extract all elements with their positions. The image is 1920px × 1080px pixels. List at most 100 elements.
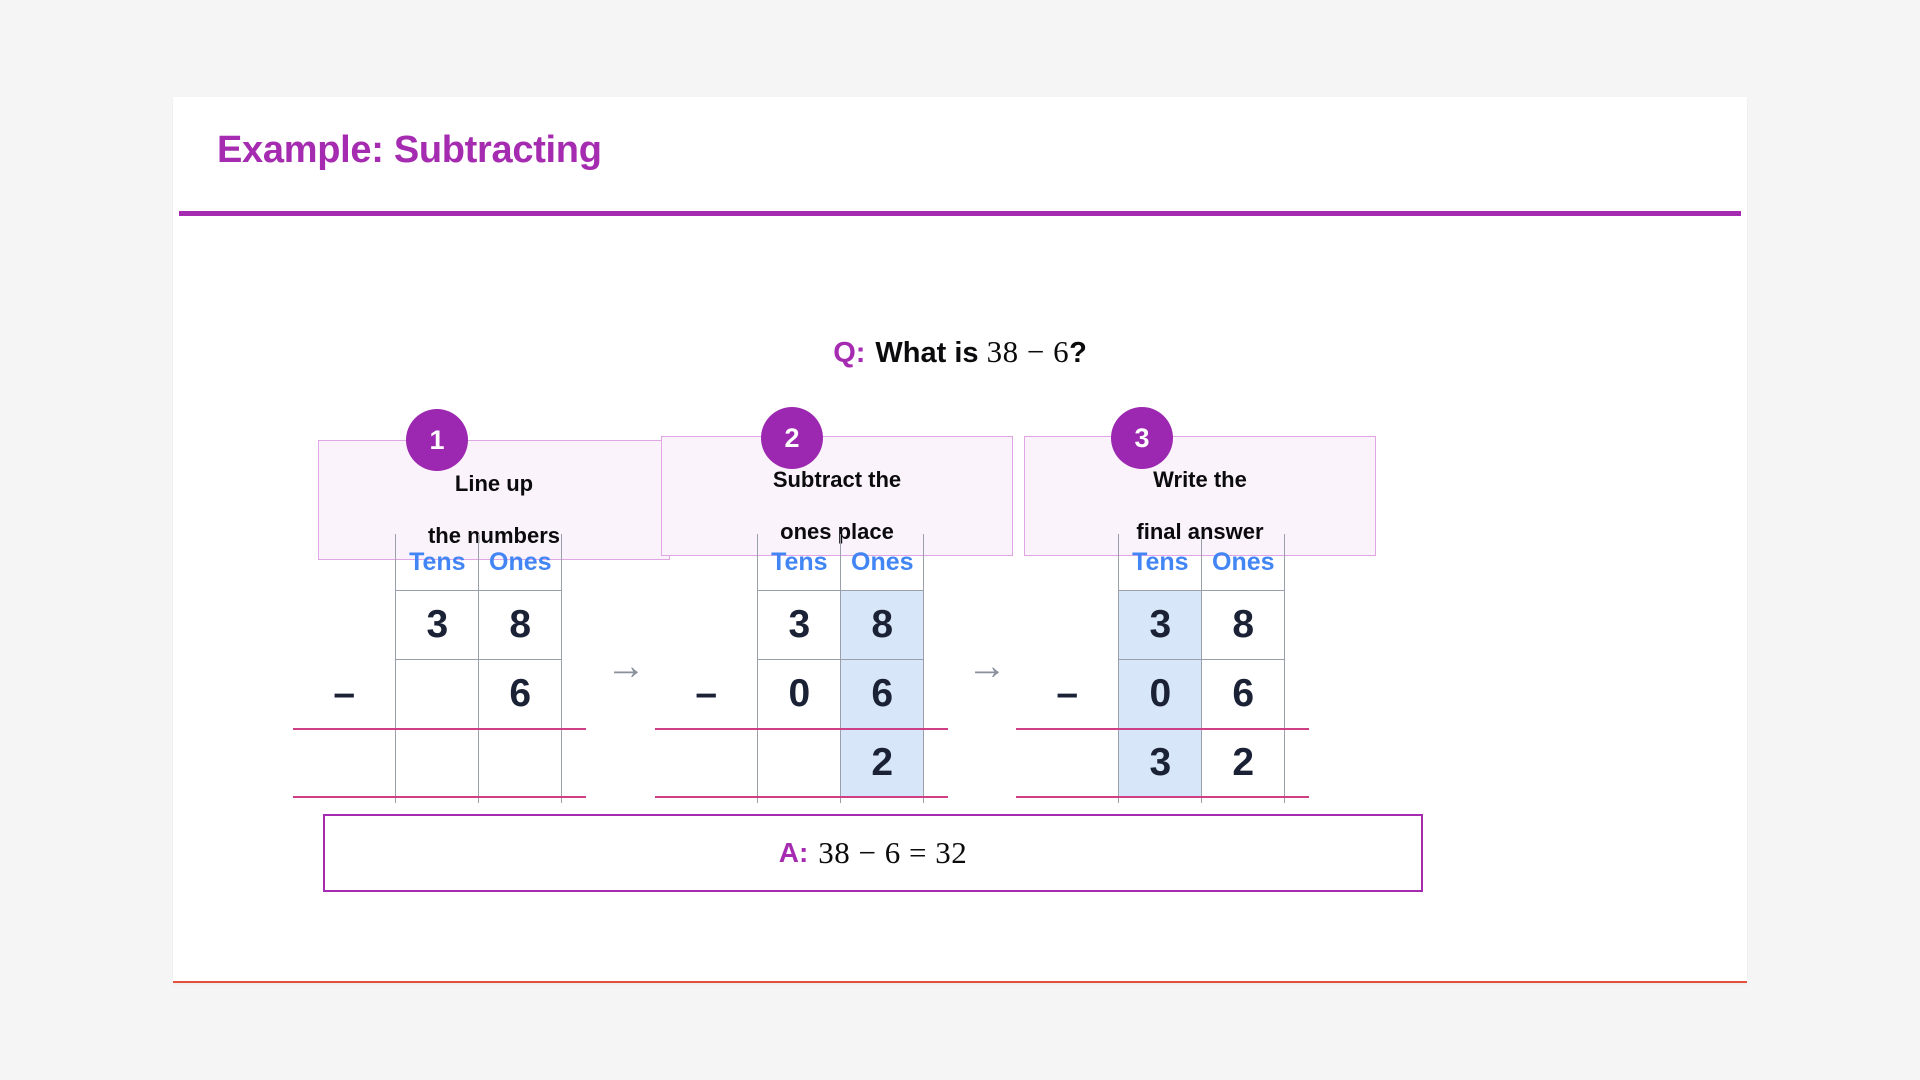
step-2-table: Tens Ones 3 8 – 0 6 — [655, 534, 948, 803]
table-footer-rule — [655, 796, 948, 803]
digit-tens-subtrahend: 0 — [1118, 659, 1203, 730]
footer-cell — [1016, 796, 1119, 803]
pad-cell — [1284, 729, 1309, 798]
table-row-result: 3 2 — [1016, 729, 1309, 798]
step-card-2-line1: Subtract the — [772, 467, 902, 492]
step-1-table: Tens Ones 3 8 – 6 — [293, 534, 586, 803]
sign-cell — [655, 729, 758, 798]
digit-tens-result: 3 — [1118, 729, 1203, 798]
pad-cell — [1285, 534, 1309, 591]
footer-cell — [655, 796, 758, 803]
sign-cell-header — [655, 534, 758, 591]
question-prefix: What is — [875, 337, 979, 369]
column-header-ones: Ones — [840, 534, 925, 591]
page-title: Example: Subtracting — [217, 129, 602, 171]
digit-tens-minuend: 3 — [757, 590, 842, 660]
step-card-3-line1: Write the — [1153, 467, 1247, 492]
minus-sign: – — [655, 659, 758, 730]
digit-ones-subtrahend: 6 — [478, 659, 563, 730]
digit-tens-subtrahend: 0 — [757, 659, 842, 730]
step-badge-2: 2 — [761, 407, 823, 469]
minus-sign: – — [293, 659, 396, 730]
slide-container: Example: Subtracting Q:What is 38 − 6? L… — [173, 97, 1747, 983]
header-divider — [179, 211, 1741, 216]
footer-cell — [293, 796, 396, 803]
digit-ones-subtrahend: 6 — [1201, 659, 1286, 730]
slide-header: Example: Subtracting — [173, 97, 1747, 216]
table-header-row: Tens Ones — [655, 534, 948, 591]
steps-row: Line up the numbers 1 Subtract the ones … — [173, 404, 1747, 560]
footer-cell — [757, 796, 842, 803]
pad-cell — [561, 659, 586, 730]
digit-ones-subtrahend: 6 — [840, 659, 925, 730]
step-3-table: Tens Ones 3 8 – 0 6 3 — [1016, 534, 1309, 803]
digit-ones-minuend: 8 — [1201, 590, 1286, 660]
pad-cell — [562, 534, 586, 591]
table-row-result — [293, 729, 586, 798]
footer-cell — [1118, 796, 1203, 803]
pad-cell — [561, 729, 586, 798]
pad-cell — [562, 591, 586, 660]
sign-cell — [293, 729, 396, 798]
table-row-subtrahend: – 0 6 — [1016, 659, 1309, 730]
pad-cell — [924, 591, 948, 660]
digit-tens-minuend: 3 — [395, 590, 480, 660]
step-card-2: Subtract the ones place — [661, 436, 1013, 556]
footer-cell — [478, 796, 563, 803]
column-header-ones: Ones — [478, 534, 563, 591]
table-footer-rule — [293, 796, 586, 803]
pad-cell — [1285, 591, 1309, 660]
sign-cell — [1016, 591, 1119, 660]
question-tag: Q: — [833, 337, 866, 369]
tables-row: Tens Ones 3 8 – 6 — [173, 534, 1747, 804]
table-row-minuend: 3 8 — [293, 590, 586, 660]
digit-ones-result: 2 — [840, 729, 925, 798]
footer-cell — [1201, 796, 1286, 803]
digit-tens-result — [757, 729, 842, 798]
arrow-right-icon-1: → — [606, 644, 646, 688]
digit-tens-minuend: 3 — [1118, 590, 1203, 660]
digit-ones-result — [478, 729, 563, 798]
arrow-right-icon-2: → — [967, 644, 1007, 688]
column-header-tens: Tens — [1118, 534, 1203, 591]
step-badge-1: 1 — [406, 409, 468, 471]
sign-cell — [1016, 729, 1119, 798]
minus-sign: – — [1016, 659, 1119, 730]
question-expression: 38 − 6 — [986, 334, 1070, 369]
table-header-row: Tens Ones — [293, 534, 586, 591]
sign-cell-header — [293, 534, 396, 591]
footer-cell — [395, 796, 480, 803]
footer-cell — [840, 796, 925, 803]
sign-cell — [655, 591, 758, 660]
place-value-table-2: Tens Ones 3 8 – 0 6 — [655, 534, 948, 803]
digit-ones-minuend: 8 — [840, 590, 925, 660]
place-value-table-3: Tens Ones 3 8 – 0 6 3 — [1016, 534, 1309, 803]
table-row-minuend: 3 8 — [655, 590, 948, 660]
pad-cell — [1284, 796, 1309, 803]
pad-cell — [561, 796, 586, 803]
pad-cell — [1284, 659, 1309, 730]
sign-cell — [293, 591, 396, 660]
table-footer-rule — [1016, 796, 1309, 803]
table-row-minuend: 3 8 — [1016, 590, 1309, 660]
table-header-row: Tens Ones — [1016, 534, 1309, 591]
step-badge-3: 3 — [1111, 407, 1173, 469]
table-row-subtrahend: – 6 — [293, 659, 586, 730]
answer-box: A: 38 − 6 = 32 — [323, 814, 1423, 892]
answer-tag: A: — [778, 837, 809, 868]
digit-ones-result: 2 — [1201, 729, 1286, 798]
digit-tens-result — [395, 729, 480, 798]
question-line: Q:What is 38 − 6? — [173, 334, 1747, 370]
column-header-tens: Tens — [395, 534, 480, 591]
table-row-result: 2 — [655, 729, 948, 798]
pad-cell — [923, 659, 948, 730]
table-row-subtrahend: – 0 6 — [655, 659, 948, 730]
answer-equation: 38 − 6 = 32 — [818, 835, 968, 870]
digit-tens-subtrahend — [395, 659, 480, 730]
pad-cell — [923, 796, 948, 803]
pad-cell — [924, 534, 948, 591]
step-card-1-line1: Line up — [454, 471, 534, 496]
column-header-tens: Tens — [757, 534, 842, 591]
column-header-ones: Ones — [1201, 534, 1286, 591]
pad-cell — [923, 729, 948, 798]
